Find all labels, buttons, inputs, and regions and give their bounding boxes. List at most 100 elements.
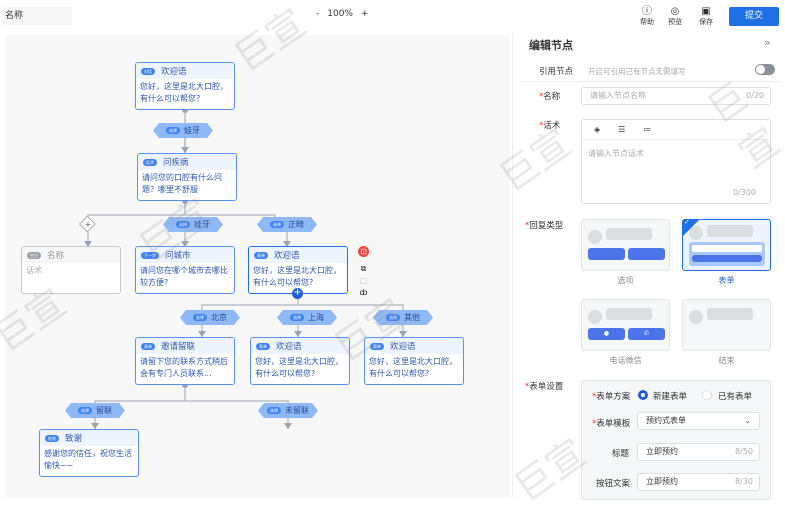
preview-label: 预览 <box>668 18 682 26</box>
duplicate-icon[interactable]: ▢ <box>359 276 368 285</box>
format-icon[interactable]: ȸ <box>359 288 368 297</box>
ref-node-toggle[interactable] <box>755 64 775 75</box>
branch-tag: 选择 <box>267 407 281 414</box>
flow-node[interactable]: 话术问疾病请问您的口腔有什么问题？哪里不舒服 <box>137 153 237 201</box>
check-icon: ✓ <box>684 218 690 226</box>
reply-type-option[interactable] <box>682 299 771 351</box>
branch-option[interactable]: 选择娃牙 <box>153 123 213 138</box>
branch-option[interactable]: 选择正畸 <box>257 217 317 232</box>
zoom-control: - 100% + <box>316 9 369 19</box>
flow-canvas[interactable]: + 对话欢迎语您好，这里是北大口腔，有什么可以帮您? 话术问疾病请问您的口腔有什… <box>5 35 510 498</box>
button-text-count: 8/30 <box>735 477 753 486</box>
node-title: 问疾病 <box>163 158 189 168</box>
branch-option[interactable]: 选择未留联 <box>258 403 318 418</box>
button-text-value: 立即预约 <box>646 477 678 486</box>
node-title: 欢迎语 <box>274 251 300 261</box>
add-child-button[interactable]: + <box>292 287 303 299</box>
node-tag: 结束 <box>45 434 59 442</box>
template-select[interactable]: 预约式表单⌄ <box>637 412 760 430</box>
node-title: 邀请留联 <box>161 342 196 352</box>
zoom-in-button[interactable]: + <box>360 9 369 19</box>
reply-type-option-selected[interactable]: ✓ <box>682 218 771 271</box>
branch-label: 娃牙 <box>184 126 200 135</box>
scheme-existing-label: 已有表单 <box>718 392 753 402</box>
collapse-icon[interactable]: » <box>764 36 771 49</box>
ordered-list-icon[interactable]: ☰ <box>618 125 626 134</box>
node-text: 请留下您的联系方式稍后会有专门人员联系... <box>140 357 228 378</box>
flow-node[interactable]: 结束致谢感谢您的信任，祝您生活愉快~~ <box>39 429 139 477</box>
reply-type-option[interactable]: ●✆ <box>581 299 670 351</box>
floppy-icon: ▣ <box>701 6 711 17</box>
eye-icon: ◎ <box>670 6 680 17</box>
title-input[interactable]: 立即预约 8/50 <box>637 443 760 461</box>
reply-type-option[interactable] <box>581 219 670 271</box>
node-title: 欢迎语 <box>276 342 302 352</box>
copy-icon[interactable]: ⧉ <box>360 264 367 273</box>
zoom-level: 100% <box>327 9 353 19</box>
title-count: 8/50 <box>735 447 753 456</box>
button-text-input[interactable]: 立即预约 8/30 <box>637 473 760 491</box>
branch-option[interactable]: 选择北京 <box>180 310 240 325</box>
node-text: 您好，这里是北大口腔，有什么可以帮您? <box>253 266 341 287</box>
wechat-icon: ● <box>588 328 625 340</box>
node-tag: 表单 <box>141 342 155 350</box>
flow-node[interactable]: 下一步问城市请问您在哪个城市去哪比较方便? <box>135 246 235 294</box>
edit-node-panel: 编辑节点 » 引用节点 开启可引用已有节点无需填写 名称 请输入节点名称0/20… <box>512 33 785 500</box>
connectors: + <box>78 107 407 429</box>
reply-type-label: 选项 <box>617 276 634 285</box>
flow-node[interactable]: 表单欢迎语您好，这里是北大口腔，有什么可以帮您? <box>250 337 350 385</box>
radio-new-form[interactable] <box>638 390 648 400</box>
clear-format-icon[interactable]: ◈ <box>594 125 601 134</box>
reply-type-label: 电话微信 <box>609 356 642 365</box>
script-count: 0/300 <box>732 188 756 197</box>
title-label: 标题 <box>612 449 630 459</box>
node-text: 请问您的口腔有什么问题？哪里不舒服 <box>142 173 222 194</box>
template-label: 表单模板 <box>592 417 630 429</box>
divider <box>521 81 781 82</box>
preview-button[interactable]: ◎预览 <box>662 6 688 27</box>
delete-icon[interactable]: ⊡ <box>358 246 369 257</box>
reply-type-label: 结束 <box>718 356 735 365</box>
flow-name-input[interactable]: 名称 <box>2 7 72 25</box>
flow-node[interactable]: 表单欢迎语您好，这里是北大口腔，有什么可以帮您? <box>364 337 464 385</box>
branch-option[interactable]: 选择上海 <box>277 310 337 325</box>
branch-option[interactable]: 选择其他 <box>373 310 433 325</box>
svg-text:+: + <box>85 220 92 229</box>
bullet-list-icon[interactable]: ≔ <box>643 125 652 134</box>
branch-label: 正畸 <box>288 220 304 229</box>
node-tag: 话术 <box>143 158 157 166</box>
submit-button[interactable]: 提交 <box>729 7 779 26</box>
branch-tag: 选择 <box>193 314 207 321</box>
node-title: 欢迎语 <box>390 342 416 352</box>
branch-tag: 选择 <box>166 127 180 134</box>
script-editor[interactable]: ◈☰≔ 请输入节点话术 0/300 <box>581 119 771 204</box>
branch-option[interactable]: 选择留联 <box>65 403 125 418</box>
template-value: 预约式表单 <box>646 416 686 425</box>
name-input[interactable]: 请输入节点名称 0/20 <box>581 87 771 105</box>
branch-label: 其他 <box>404 313 420 322</box>
branch-tag: 选择 <box>270 221 284 228</box>
save-label: 保存 <box>699 18 713 26</box>
flow-node-placeholder[interactable]: 空白名称话术 <box>21 246 121 294</box>
branch-label: 娃牙 <box>194 220 210 229</box>
scheme-label: 表单方案 <box>592 390 630 402</box>
branch-option[interactable]: 选择娃牙 <box>163 217 223 232</box>
ref-node-hint: 开启可引用已有节点无需填写 <box>588 67 686 76</box>
flow-node-selected[interactable]: 表单欢迎语您好，这里是北大口腔，有什么可以帮您? <box>248 246 348 294</box>
node-title: 欢迎语 <box>161 67 187 77</box>
name-count: 0/20 <box>746 91 764 100</box>
save-button[interactable]: ▣保存 <box>693 6 719 27</box>
form-settings-label: 表单设置 <box>525 380 563 392</box>
flow-node[interactable]: 对话欢迎语您好，这里是北大口腔，有什么可以帮您? <box>135 62 235 110</box>
flow-node[interactable]: 表单邀请留联请留下您的联系方式稍后会有专门人员联系... <box>135 337 235 385</box>
phone-icon: ✆ <box>628 328 665 340</box>
branch-label: 北京 <box>211 313 227 322</box>
title-value: 立即预约 <box>646 447 678 456</box>
zoom-out-button[interactable]: - <box>316 9 320 19</box>
name-placeholder: 请输入节点名称 <box>590 91 646 100</box>
radio-existing-form[interactable] <box>702 390 712 400</box>
node-text: 感谢您的信任，祝您生活愉快~~ <box>44 449 132 470</box>
